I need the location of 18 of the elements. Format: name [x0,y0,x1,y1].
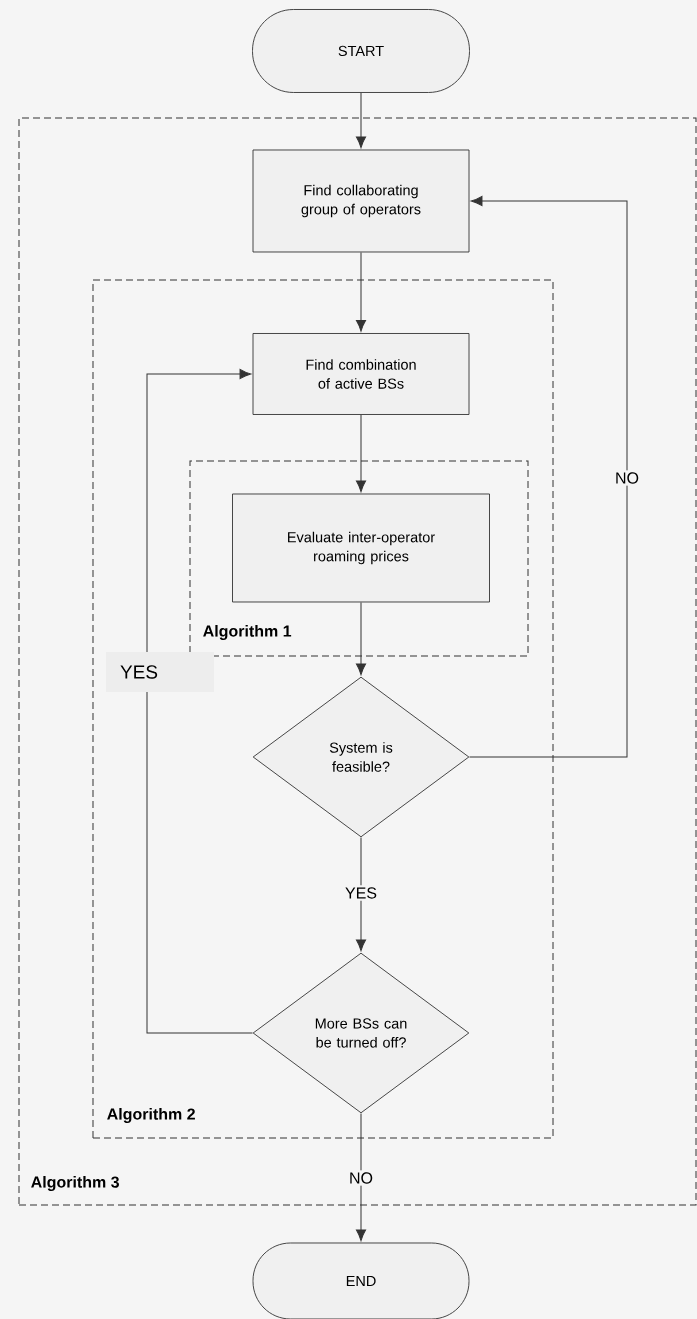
process-box: Evaluate inter-operator roaming prices [232,493,490,603]
edge-label: YES [343,885,379,901]
process-box: Find combination of active BSs [252,333,470,415]
frame-label: Algorithm 2 [107,1108,195,1123]
arrow [355,251,367,332]
arrow [355,414,367,493]
arrow [355,92,367,149]
edge-label: NO [347,1170,375,1186]
arrow [355,836,367,952]
frame-label: Algorithm 1 [203,625,292,640]
arrow [468,195,628,758]
edge-label: NO [613,470,641,486]
arrow [355,601,367,676]
frame-label: Algorithm 3 [31,1176,119,1191]
arrow [355,1112,367,1242]
edge-label: YES [106,652,214,692]
arrow [146,368,254,1034]
process-box: Find collaborating group of operators [252,149,470,253]
